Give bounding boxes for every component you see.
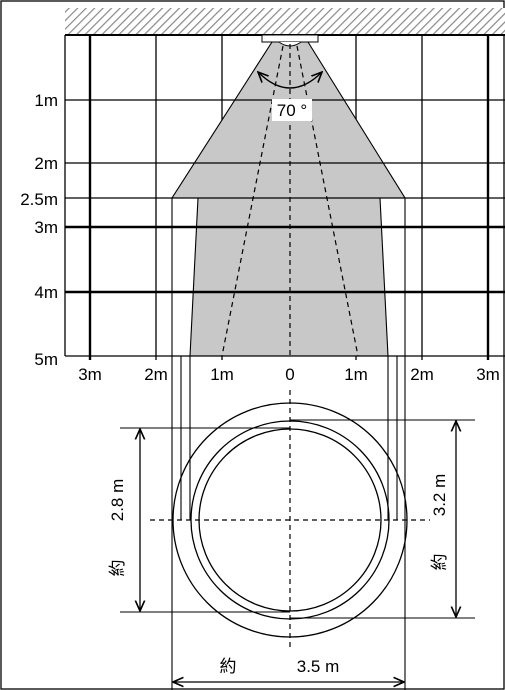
horizontal-grid <box>65 99 505 357</box>
distance-label: 1m <box>34 91 58 110</box>
distance-labels: 1m 2m 2.5m 3m 4m 5m <box>20 91 58 369</box>
width-label: 0 <box>285 365 294 384</box>
width-label: 3m <box>78 365 102 384</box>
projection-lines <box>171 198 406 690</box>
ceiling <box>65 8 505 35</box>
width-label: 1m <box>344 365 368 384</box>
angle-line-right <box>296 45 359 357</box>
dim-left-prefix: 約 <box>108 560 127 577</box>
distance-label: 3m <box>34 218 58 237</box>
angle-line-left <box>221 45 284 357</box>
width-label: 3m <box>476 365 500 384</box>
width-label: 2m <box>410 365 434 384</box>
distance-label: 4m <box>34 283 58 302</box>
distance-label: 2.5m <box>20 190 58 209</box>
dim-right-prefix: 約 <box>430 554 449 571</box>
dim-bottom-value: 3.5 m <box>297 657 340 676</box>
width-labels: 3m 2m 1m 0 1m 2m 3m <box>78 365 500 384</box>
detection-cone <box>172 42 405 356</box>
angle-label: 70 ° <box>277 101 307 120</box>
dim-left-value: 2.8 m <box>108 479 127 522</box>
distance-label: 5m <box>34 350 58 369</box>
width-label: 2m <box>144 365 168 384</box>
width-label: 1m <box>210 365 234 384</box>
angle-arc <box>258 72 322 89</box>
angle-label-bg <box>272 99 312 121</box>
distance-label: 2m <box>34 154 58 173</box>
dim-right-value: 3.2 m <box>430 474 449 517</box>
dim-bottom-prefix: 約 <box>220 657 237 676</box>
